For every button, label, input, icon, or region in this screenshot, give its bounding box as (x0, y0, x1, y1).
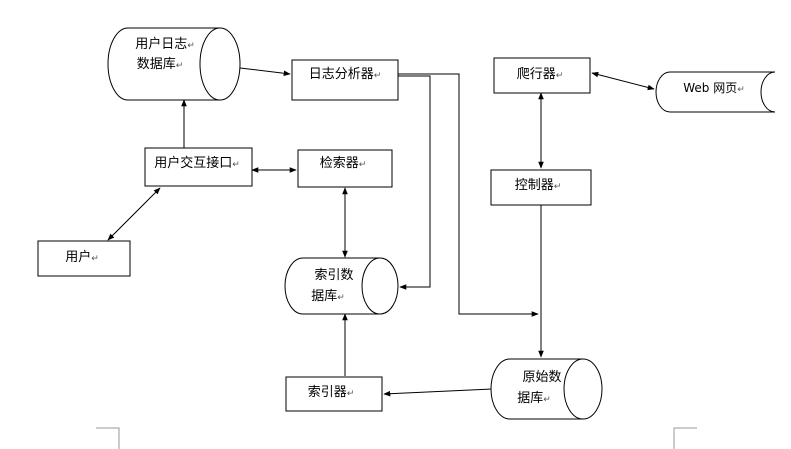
paragraph-mark: ↵ (556, 71, 564, 81)
svg-text:原始数: 原始数 (522, 370, 561, 385)
edge-logdb-to-analyzer (239, 67, 291, 77)
web-pages-label: Web 网页 (683, 81, 737, 95)
connectors (107, 67, 655, 397)
indexer-label: 索引器 (308, 385, 347, 400)
raw-db-line2: 据库 (517, 390, 543, 406)
svg-text:日志分析器↵: 日志分析器↵ (309, 67, 382, 82)
node-retriever: 检索器↵ (297, 149, 393, 188)
paragraph-mark: ↵ (176, 61, 184, 71)
log-analyzer-label: 日志分析器 (309, 67, 374, 82)
edge-rawdb-to-indexer (383, 388, 493, 397)
paragraph-mark: ↵ (737, 85, 745, 95)
retriever-label: 检索器 (320, 156, 359, 171)
svg-text:索引器↵: 索引器↵ (308, 385, 355, 400)
svg-text:据库↵: 据库↵ (517, 390, 551, 406)
user-label: 用户 (65, 249, 91, 265)
node-user-log-db: 用户日志↵ 数据库↵ (107, 27, 241, 101)
edge-crawler-web (591, 71, 655, 91)
svg-text:用户↵: 用户↵ (65, 249, 99, 265)
raw-db-line1: 原始数 (522, 370, 561, 385)
page-corner-marks (96, 427, 697, 449)
controller-label: 控制器 (515, 178, 554, 193)
svg-text:Web 网页↵: Web 网页↵ (683, 81, 745, 95)
crawler-label: 爬行器 (517, 67, 556, 82)
corner-mark-right (673, 427, 697, 449)
paragraph-mark: ↵ (554, 182, 562, 192)
index-db-line2: 据库 (311, 288, 337, 304)
svg-text:爬行器↵: 爬行器↵ (517, 67, 564, 82)
paragraph-mark: ↵ (347, 389, 355, 399)
node-user-interface: 用户交互接口↵ (144, 147, 253, 187)
paragraph-mark: ↵ (232, 160, 240, 170)
index-db-line1: 索引数 (314, 268, 353, 283)
corner-mark-left (96, 427, 120, 449)
paragraph-mark: ↵ (543, 395, 551, 405)
edge-analyzer-to-indexdb (398, 75, 431, 290)
node-web-pages: Web 网页↵ (655, 71, 776, 113)
node-crawler: 爬行器↵ (493, 57, 591, 94)
svg-text:检索器↵: 检索器↵ (320, 156, 367, 171)
node-index-db: 索引数 据库↵ (284, 257, 399, 315)
edge-user-ui (107, 187, 161, 241)
svg-text:索引数: 索引数 (314, 268, 353, 283)
paragraph-mark: ↵ (337, 293, 345, 303)
user-log-db-line2: 数据库 (137, 56, 176, 72)
node-controller: 控制器↵ (490, 169, 592, 206)
paragraph-mark: ↵ (91, 254, 99, 264)
paragraph-mark: ↵ (359, 160, 367, 170)
user-interface-label: 用户交互接口 (154, 155, 232, 171)
paragraph-mark: ↵ (187, 41, 195, 51)
svg-text:控制器↵: 控制器↵ (515, 178, 562, 193)
svg-text:数据库↵: 数据库↵ (137, 56, 184, 72)
edge-analyzer-to-rawdb (398, 73, 539, 317)
node-user: 用户↵ (37, 240, 131, 277)
svg-text:据库↵: 据库↵ (311, 288, 345, 304)
node-raw-db: 原始数 据库↵ (490, 358, 603, 420)
paragraph-mark: ↵ (374, 71, 382, 81)
node-indexer: 索引器↵ (285, 376, 383, 412)
user-log-db-line1: 用户日志 (135, 36, 187, 52)
node-log-analyzer: 日志分析器↵ (291, 59, 399, 101)
svg-text:用户日志↵: 用户日志↵ (135, 36, 195, 52)
svg-text:用户交互接口↵: 用户交互接口↵ (154, 155, 240, 171)
